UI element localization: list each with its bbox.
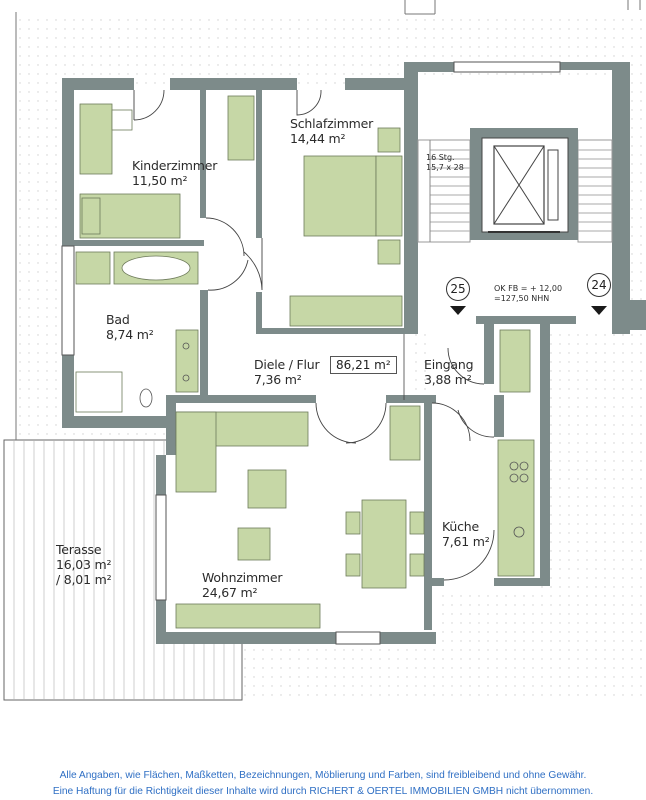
room-label-wohnzimmer: Wohnzimmer 24,67 m² bbox=[202, 570, 283, 600]
eingang-name: Eingang bbox=[424, 357, 474, 372]
room-label-eingang: Eingang 3,88 m² bbox=[424, 357, 474, 387]
entrance-arrow-icon bbox=[450, 306, 466, 315]
unit-marker-24: 24 bbox=[587, 273, 611, 297]
unit-marker-25: 25 bbox=[446, 277, 470, 301]
stair-annotation: 16 Stg. 15,7 x 28 bbox=[426, 153, 464, 173]
total-area-box: 86,21 m² bbox=[330, 356, 397, 374]
wohnzimmer-area: 24,67 m² bbox=[202, 585, 258, 600]
stair-right bbox=[577, 139, 613, 243]
room-label-kinderzimmer: Kinderzimmer 11,50 m² bbox=[132, 158, 217, 188]
schlafzimmer-name: Schlafzimmer bbox=[290, 116, 374, 131]
furniture bbox=[75, 95, 535, 629]
doors bbox=[133, 89, 495, 581]
room-label-bad: Bad 8,74 m² bbox=[106, 312, 154, 342]
stair-count: 16 Stg. bbox=[426, 153, 455, 162]
walls bbox=[62, 62, 646, 644]
diele-name: Diele / Flur bbox=[254, 357, 320, 372]
kueche-name: Küche bbox=[442, 519, 479, 534]
entrance-arrow-icon bbox=[591, 306, 607, 315]
level-floor: OK FB = + 12,00 bbox=[494, 284, 563, 293]
diele-area: 7,36 m² bbox=[254, 372, 302, 387]
fixtures bbox=[139, 334, 529, 538]
room-label-kueche: Küche 7,61 m² bbox=[442, 519, 490, 549]
elevator bbox=[470, 128, 578, 240]
floor-plan bbox=[3, 0, 646, 702]
terasse-area-alt: / 8,01 m² bbox=[56, 572, 112, 587]
room-label-schlafzimmer: Schlafzimmer 14,44 m² bbox=[290, 116, 373, 146]
disclaimer-line-1: Alle Angaben, wie Flächen, Maßketten, Be… bbox=[59, 770, 587, 781]
schlafzimmer-area: 14,44 m² bbox=[290, 131, 346, 146]
room-label-diele: Diele / Flur 7,36 m² bbox=[254, 357, 320, 387]
disclaimer: Alle Angaben, wie Flächen, Maßketten, Be… bbox=[0, 768, 646, 800]
terasse-area: 16,03 m² bbox=[56, 557, 112, 572]
disclaimer-line-2: Eine Haftung für die Richtigkeit dieser … bbox=[52, 786, 594, 797]
building-edge bbox=[15, 0, 641, 440]
windows bbox=[61, 61, 561, 645]
kinderzimmer-area: 11,50 m² bbox=[132, 173, 188, 188]
terasse-name: Terasse bbox=[56, 542, 102, 557]
staircase bbox=[417, 139, 471, 243]
bad-name: Bad bbox=[106, 312, 130, 327]
level-annotation: OK FB = + 12,00 =127,50 NHN bbox=[494, 284, 562, 304]
level-nhn: =127,50 NHN bbox=[494, 294, 550, 303]
kinderzimmer-name: Kinderzimmer bbox=[132, 158, 218, 173]
eingang-area: 3,88 m² bbox=[424, 372, 472, 387]
bad-area: 8,74 m² bbox=[106, 327, 154, 342]
wohnzimmer-name: Wohnzimmer bbox=[202, 570, 283, 585]
kueche-area: 7,61 m² bbox=[442, 534, 490, 549]
room-label-terasse: Terasse 16,03 m² / 8,01 m² bbox=[56, 542, 112, 587]
stair-dimensions: 15,7 x 28 bbox=[426, 163, 464, 172]
